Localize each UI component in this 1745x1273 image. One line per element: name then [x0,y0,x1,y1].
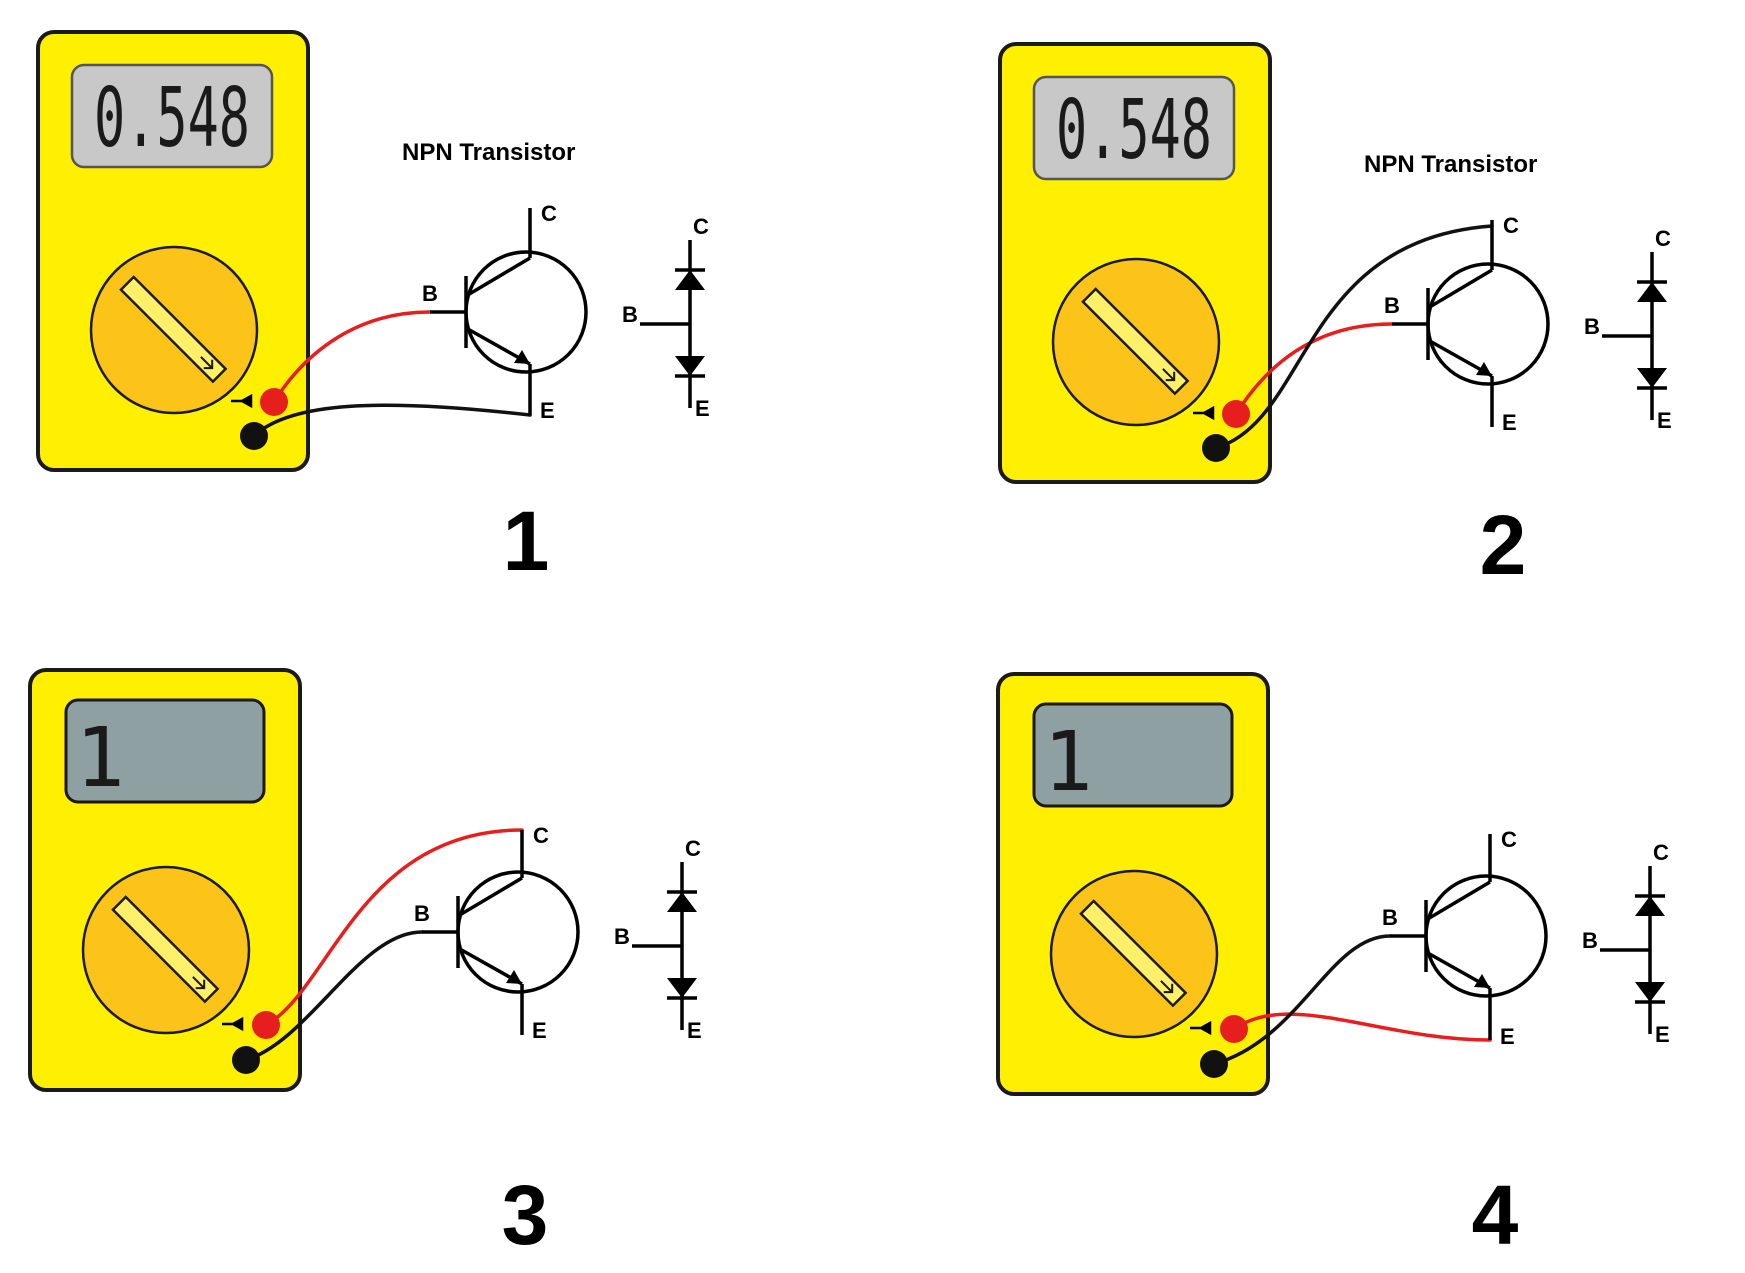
equivalent-base-label: B [614,924,630,949]
npn-transistor-icon [430,208,588,415]
emitter-label: E [1500,1024,1515,1049]
two-diode-icon [640,240,705,408]
collector-label: C [541,201,557,226]
panel-title: NPN Transistor [1364,151,1537,178]
collector-label: C [1501,827,1517,852]
red-probe-wire [1232,1012,1492,1042]
equivalent-base-label: B [1584,314,1600,339]
display-reading: 1 [1043,715,1092,810]
two-diode-icon [1602,252,1667,420]
panel-number: 2 [1480,498,1527,592]
dial-pointer [119,275,228,384]
equivalent-emitter-label: E [687,1018,702,1043]
emitter-label: E [532,1018,547,1043]
emitter-label: E [1502,410,1517,435]
emitter-label: E [540,398,555,423]
base-label: B [414,901,430,926]
panel-2: 0.548 NPN Transistor B C E [998,42,1672,592]
equivalent-collector-label: C [1653,840,1669,865]
display-screen [1032,702,1234,808]
panel-4: 1 B C E [996,672,1670,1262]
multimeter: 1 [996,672,1270,1096]
panel-number: 4 [1472,1168,1519,1262]
two-diode-icon [1600,866,1665,1034]
equivalent-emitter-label: E [1655,1022,1670,1047]
diode-icon [1193,405,1215,421]
diode-icon [222,1016,244,1032]
black-probe-wire [1214,224,1494,450]
diode-icon [1190,1020,1212,1036]
panel-3: 1 B C E [28,668,702,1262]
black-probe-wire [1212,934,1392,1066]
npn-transistor-icon [422,830,580,1035]
npn-transistor-icon [1392,220,1550,427]
panel-1: 0.548 NPN Transistor B C E [36,30,710,588]
equivalent-collector-label: C [693,214,709,239]
display-screen [1032,75,1236,181]
dial-pointer [1079,899,1188,1008]
red-probe-wire [272,310,432,404]
diode-icon [231,393,253,409]
dial-pointer [111,895,220,1004]
dial-pointer [1081,287,1190,396]
base-label: B [1382,905,1398,930]
red-probe-wire [1234,322,1394,416]
multimeter: 0.548 [36,30,310,472]
black-probe-wire [244,930,424,1062]
collector-label: C [1503,213,1519,238]
black-probe-wire [252,403,532,438]
two-diode-icon [632,862,697,1030]
multimeter: 0.548 [998,42,1272,484]
panel-number: 1 [503,494,550,588]
collector-label: C [533,823,549,848]
display-reading: 0.548 [94,71,250,166]
equivalent-base-label: B [1582,928,1598,953]
equivalent-emitter-label: E [1657,408,1672,433]
base-label: B [422,281,438,306]
panel-number: 3 [502,1168,549,1262]
equivalent-collector-label: C [1655,226,1671,251]
display-reading: 0.548 [1056,83,1212,178]
display-screen [64,698,266,804]
multimeter: 1 [28,668,302,1092]
equivalent-emitter-label: E [695,396,710,421]
red-probe-wire [264,828,524,1027]
equivalent-base-label: B [622,302,638,327]
npn-transistor-icon [1390,834,1548,1040]
display-screen [70,63,274,169]
display-reading: 1 [75,711,124,806]
panel-title: NPN Transistor [402,139,575,166]
base-label: B [1384,293,1400,318]
equivalent-collector-label: C [685,836,701,861]
